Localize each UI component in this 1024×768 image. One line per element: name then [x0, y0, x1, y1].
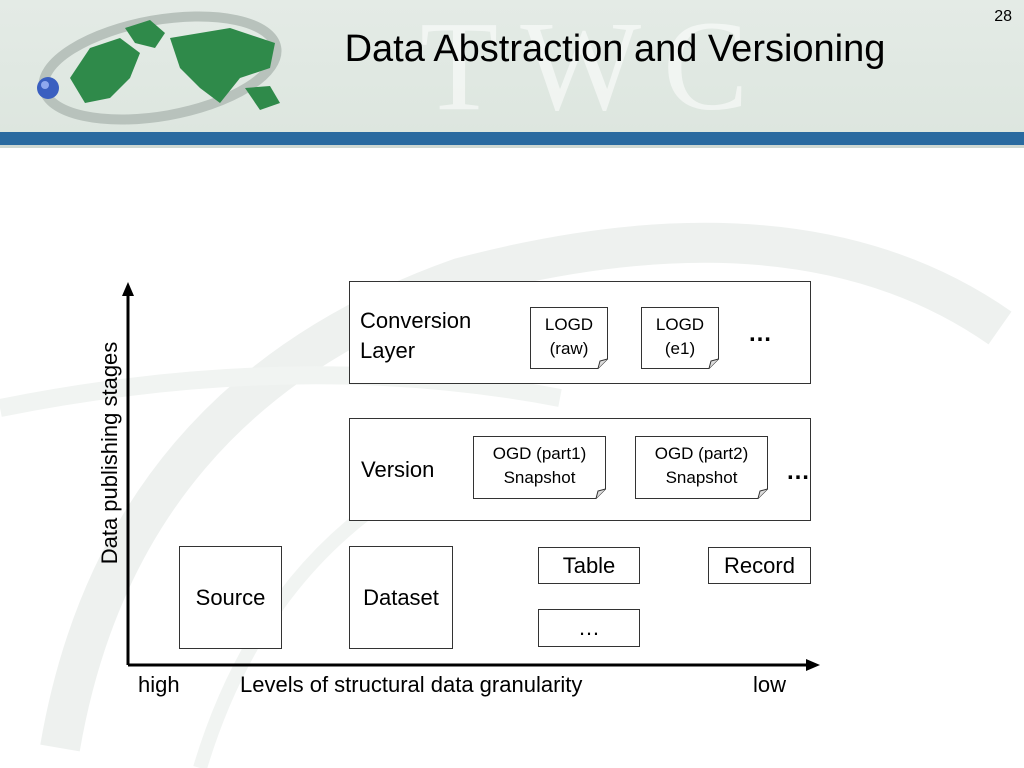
table-box: Table [538, 547, 640, 584]
conversion-label-line2: Layer [360, 338, 416, 363]
doc-line2: Snapshot [665, 468, 738, 487]
doc-line1: OGD (part2) [654, 444, 749, 463]
more-granularity-box: … [538, 609, 640, 647]
conversion-ellipsis: … [748, 320, 772, 347]
doc-line2: Snapshot [503, 468, 576, 487]
globe-logo-icon [37, 11, 282, 125]
source-box: Source [179, 546, 282, 649]
page-number: 28 [994, 8, 1012, 25]
conversion-layer-label: Conversion Layer [360, 306, 471, 366]
doc-line2: (e1) [664, 339, 696, 358]
slide-title: Data Abstraction and Versioning [344, 28, 886, 70]
header-divider [0, 132, 1024, 145]
version-label: Version [361, 457, 435, 482]
x-axis-label: Levels of structural data granularity [240, 672, 583, 697]
record-box: Record [708, 547, 811, 584]
version-ellipsis: … [786, 458, 810, 485]
watermark-text: TWC [420, 0, 771, 137]
doc-line1: LOGD [544, 315, 594, 334]
doc-line1: LOGD [655, 315, 705, 334]
dataset-box: Dataset [349, 546, 453, 649]
conversion-label-line1: Conversion [360, 308, 472, 333]
document-icon [530, 307, 608, 369]
ogd-part1-snapshot-document: OGD (part1) Snapshot [473, 436, 606, 499]
doc-line1: OGD (part1) [492, 444, 587, 463]
document-icon [641, 307, 719, 369]
document-icon [635, 436, 768, 499]
slide-header: TWC Data Abstraction and Versioning 28 [0, 0, 1024, 132]
doc-line2: (raw) [549, 339, 589, 358]
logd-e1-document: LOGD (e1) [641, 307, 719, 369]
header-divider-shadow [0, 145, 1024, 148]
ogd-part2-snapshot-document: OGD (part2) Snapshot [635, 436, 768, 499]
x-axis-high-label: high [138, 672, 180, 697]
document-icon [473, 436, 606, 499]
x-axis-low-label: low [753, 672, 787, 697]
y-axis-label: Data publishing stages [97, 341, 122, 565]
logd-raw-document: LOGD (raw) [530, 307, 608, 369]
